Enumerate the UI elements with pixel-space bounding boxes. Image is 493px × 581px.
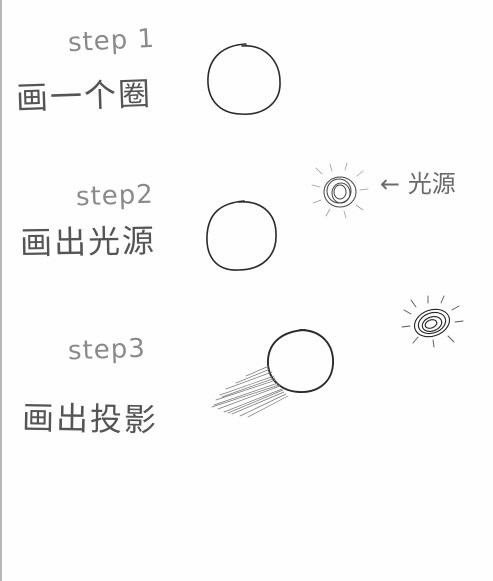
light-source-sketch-2	[401, 295, 464, 348]
step2-label: step2	[75, 179, 155, 213]
cast-shadow-hatching	[211, 365, 289, 418]
light-source-label: ← 光源	[380, 170, 456, 198]
light-source-sketch	[311, 162, 369, 219]
step1-circle	[207, 43, 281, 115]
step3-label: step3	[67, 333, 147, 367]
step3-instruction: 画出投影	[21, 398, 159, 440]
step2-circle	[206, 200, 277, 271]
step2-instruction: 画出光源	[19, 221, 157, 263]
step1-instruction: 画一个圈	[15, 74, 153, 118]
step1-label: step 1	[67, 23, 156, 59]
page-edge	[0, 0, 2, 581]
step3-circle	[267, 329, 334, 393]
